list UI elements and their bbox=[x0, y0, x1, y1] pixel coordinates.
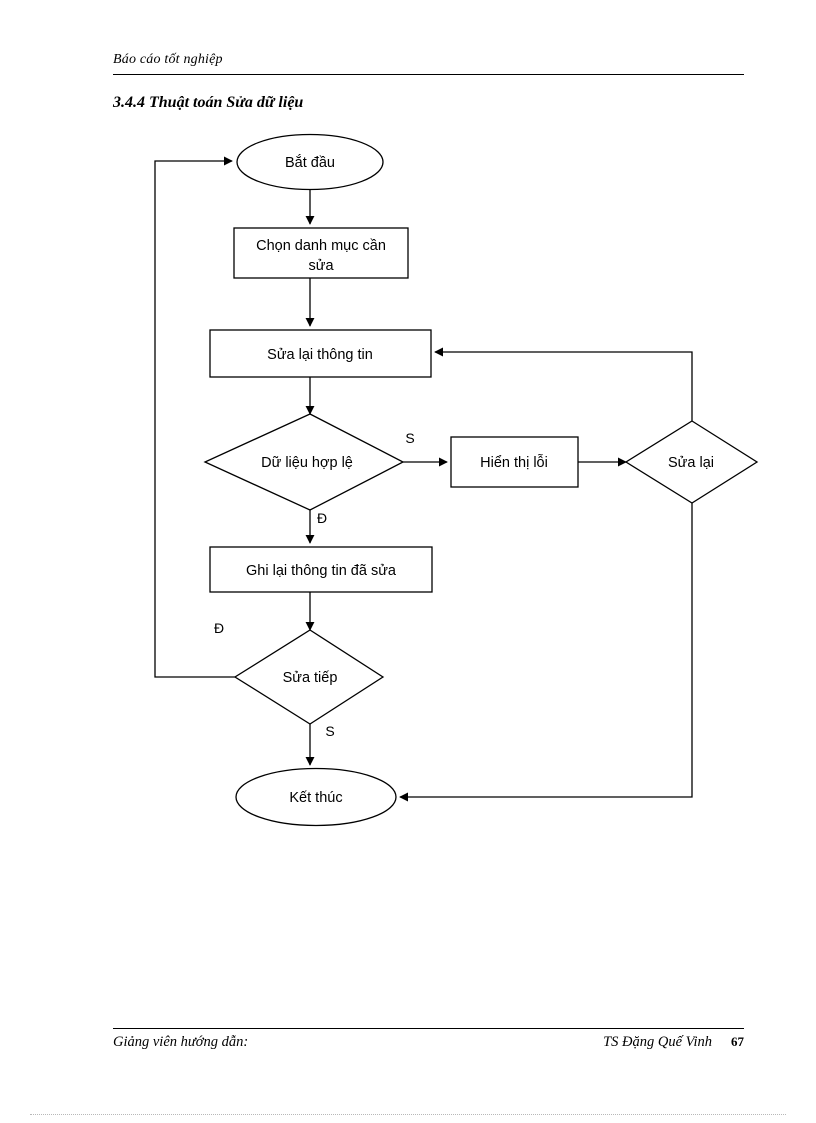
connector-retry-to-edit bbox=[434, 347, 693, 421]
connector-continue-to-start bbox=[154, 156, 235, 678]
flow-node-retry[interactable]: Sửa lại bbox=[624, 420, 759, 504]
running-header: Báo cáo tốt nghiệp bbox=[113, 52, 223, 67]
branch-label-continue-no: S bbox=[325, 723, 334, 739]
flow-node-continue-edit[interactable]: Sửa tiếp bbox=[233, 629, 385, 725]
flow-node-save-info[interactable]: Ghi lại thông tin đã sửa bbox=[209, 546, 433, 593]
footer-divider bbox=[113, 1028, 744, 1029]
flow-node-show-error[interactable]: Hiển thị lỗi bbox=[450, 436, 579, 488]
flow-node-end-label: Kết thúc bbox=[289, 790, 342, 806]
page-title: 3.4.4 Thuật toán Sửa dữ liệu bbox=[113, 94, 304, 111]
header-divider bbox=[113, 74, 744, 75]
connector-retry-to-end bbox=[399, 503, 693, 802]
flow-node-start[interactable]: Bắt đầu bbox=[236, 133, 384, 191]
flow-node-edit-info[interactable]: Sửa lại thông tin bbox=[209, 329, 432, 378]
footer-advisor-label: Giảng viên hướng dẫn: bbox=[113, 1034, 249, 1050]
flow-node-save-info-label: Ghi lại thông tin đã sửa bbox=[246, 563, 397, 579]
scan-edge-artifact bbox=[30, 1114, 786, 1115]
flow-node-validate-label: Dữ liệu hợp lệ bbox=[261, 455, 353, 471]
page-number: 67 bbox=[731, 1034, 744, 1049]
flow-node-show-error-label: Hiển thị lỗi bbox=[480, 454, 548, 471]
footer-advisor-name: TS Đặng Quế Vinh bbox=[603, 1034, 712, 1050]
flow-node-continue-edit-label: Sửa tiếp bbox=[283, 670, 338, 686]
flow-node-start-label: Bắt đầu bbox=[285, 154, 335, 171]
flow-node-edit-info-label: Sửa lại thông tin bbox=[267, 347, 373, 363]
branch-label-validate-yes: S bbox=[405, 430, 414, 446]
flow-node-retry-label: Sửa lại bbox=[668, 455, 714, 471]
flow-node-end[interactable]: Kết thúc bbox=[235, 767, 397, 827]
branch-label-validate-no: Đ bbox=[317, 510, 327, 526]
flow-node-validate[interactable]: Dữ liệu hợp lệ bbox=[203, 413, 405, 511]
branch-label-continue-yes: Đ bbox=[214, 620, 224, 636]
